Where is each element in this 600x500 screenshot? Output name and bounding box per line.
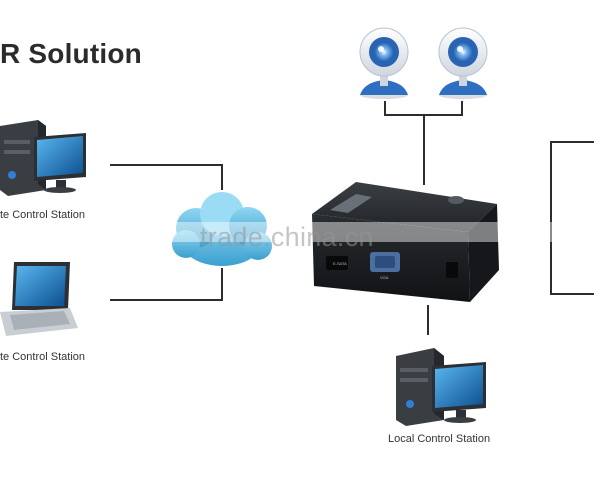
remote-control-station-label: te Control Station (0, 209, 85, 221)
desktop-computer-icon (396, 348, 486, 426)
local-control-station-label: Local Control Station (388, 433, 491, 445)
laptop-icon (0, 262, 78, 336)
vga-port-label: VGA (380, 275, 389, 280)
watermark: trade.china.cn (200, 222, 374, 252)
desktop-computer-icon (0, 120, 86, 196)
connector-lines (110, 101, 594, 335)
watermark-band (0, 222, 600, 242)
cloud-icon (172, 192, 272, 266)
webcam-icon (438, 27, 488, 99)
remote-control-station-label: te Control Station (0, 351, 85, 363)
esata-port-label: E-SATA (333, 261, 347, 266)
page-title: R Solution (0, 38, 142, 69)
webcam-icon (359, 27, 409, 99)
dvr-device-icon (312, 182, 499, 302)
